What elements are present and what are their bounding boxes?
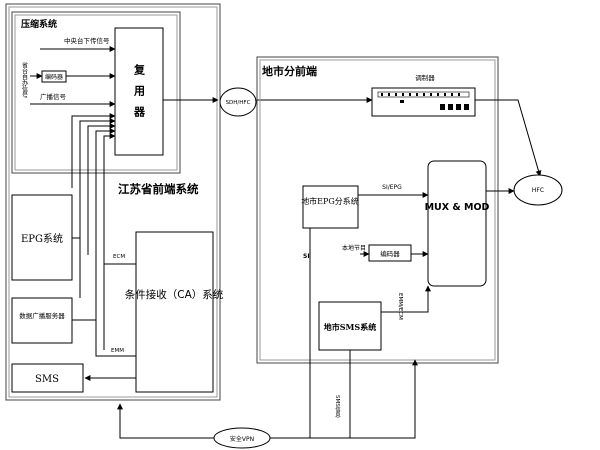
modulator-to-hfc-arrow bbox=[475, 99, 542, 177]
city-frontend-panel bbox=[256, 56, 499, 364]
emm-ecm-arrow bbox=[381, 285, 431, 313]
sdh-hfc-label: SDH/HFC bbox=[226, 100, 251, 106]
hfc-label: HFC bbox=[532, 187, 544, 194]
data-broadcast-server-label: 数据广播服务器 bbox=[19, 311, 65, 320]
vpn-left-line bbox=[117, 403, 214, 439]
emm-ecm-label: EMM/ECM bbox=[397, 293, 403, 320]
vpn-right-line bbox=[270, 359, 418, 439]
modulator-box bbox=[371, 87, 476, 117]
secure-channel-label: 安全VPN bbox=[230, 435, 254, 443]
central-station-signal-label: 中央台下传信号 bbox=[64, 36, 110, 45]
city-frontend-label: 地市分前端 bbox=[262, 64, 317, 78]
city-sms-box bbox=[318, 301, 382, 351]
si-label: SI bbox=[303, 253, 310, 260]
mux-mod-label: MUX & MOD bbox=[425, 202, 490, 213]
multiplexer-left-label: 复用器 bbox=[133, 63, 147, 127]
multiplexer-left-box bbox=[114, 27, 164, 156]
ca-system-label: 条件接收（CA）系统 bbox=[125, 288, 224, 301]
compression-system-label: 压缩系统 bbox=[21, 18, 57, 30]
epg-system-box bbox=[11, 194, 73, 281]
city-epg-label: 地市EPG分系统 bbox=[301, 196, 359, 206]
sms-label: SMS bbox=[35, 374, 59, 385]
modulator-label: 调制器 bbox=[415, 73, 435, 82]
data-broadcast-server-box bbox=[11, 297, 73, 344]
encoder-right-box bbox=[368, 244, 412, 262]
jiangsu-frontend-label: 江苏省前端系统 bbox=[118, 182, 199, 196]
jiangsu-frontend-panel bbox=[5, 3, 221, 401]
broadcast-signal-label: 广播信号 bbox=[40, 92, 67, 101]
epg-system-label: EPG系统 bbox=[21, 232, 63, 245]
city-sms-label: 地市SMS系统 bbox=[324, 322, 376, 332]
emm-left-label: EMM bbox=[111, 348, 124, 354]
encoder-left-label: 编码器 bbox=[45, 73, 63, 81]
sms-box bbox=[11, 363, 84, 393]
sdh-hfc-node bbox=[219, 87, 257, 117]
ca-system-box bbox=[135, 231, 214, 393]
si-epg-label: SI/EPG bbox=[382, 184, 402, 191]
provincial-signal-label: 省台自办信号 bbox=[21, 61, 28, 99]
ecm-label: ECM bbox=[113, 254, 125, 260]
mux-mod-box bbox=[427, 160, 487, 287]
encoder-right-label: 编码器 bbox=[380, 249, 400, 258]
hfc-node bbox=[513, 174, 563, 206]
emm-left-line bbox=[95, 350, 136, 357]
mux-feed-lines bbox=[71, 113, 116, 350]
city-epg-box bbox=[302, 185, 359, 229]
sms-info-label: SMS信息 bbox=[334, 395, 341, 418]
local-program-label: 本地节目 bbox=[342, 244, 366, 252]
